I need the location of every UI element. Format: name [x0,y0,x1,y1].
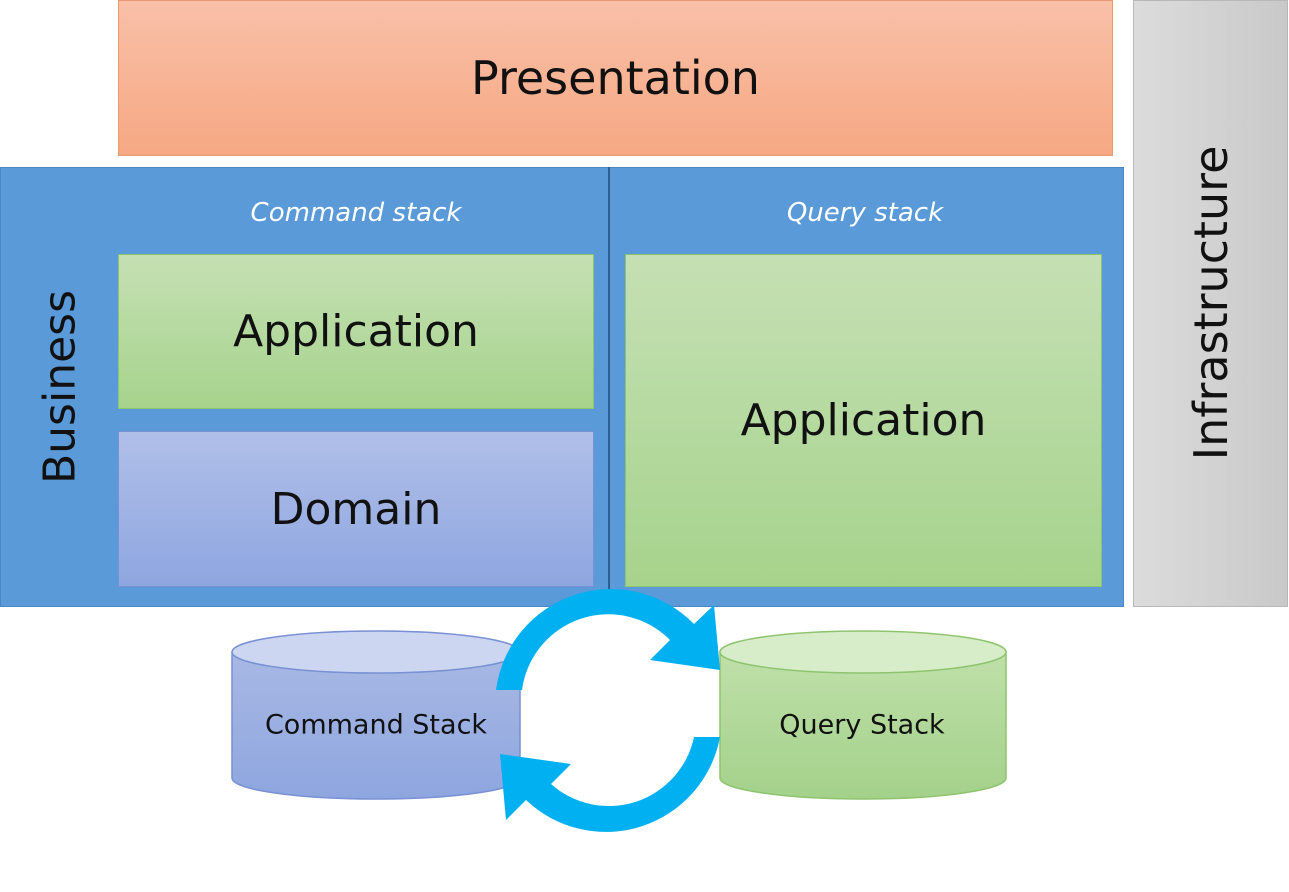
query-stack-title: Query stack [786,198,944,228]
query-stack-db-label: Query Stack [779,709,945,741]
command-stack-title: Command stack [250,198,462,228]
command-stack-db-label: Command Stack [264,709,488,741]
query-stack-database-icon [719,630,1007,800]
sync-arrows-icon [496,589,720,832]
domain-label: Domain [270,483,442,535]
command-application-label: Application [233,306,479,357]
presentation-layer: Presentation [118,0,1113,156]
infrastructure-layer: Infrastructure [1133,0,1288,607]
query-application-label: Application [740,395,987,446]
query-application-box: Application [625,254,1102,587]
stack-divider [608,167,610,607]
command-application-box: Application [118,254,594,409]
domain-box: Domain [118,431,594,587]
presentation-label: Presentation [471,51,760,105]
